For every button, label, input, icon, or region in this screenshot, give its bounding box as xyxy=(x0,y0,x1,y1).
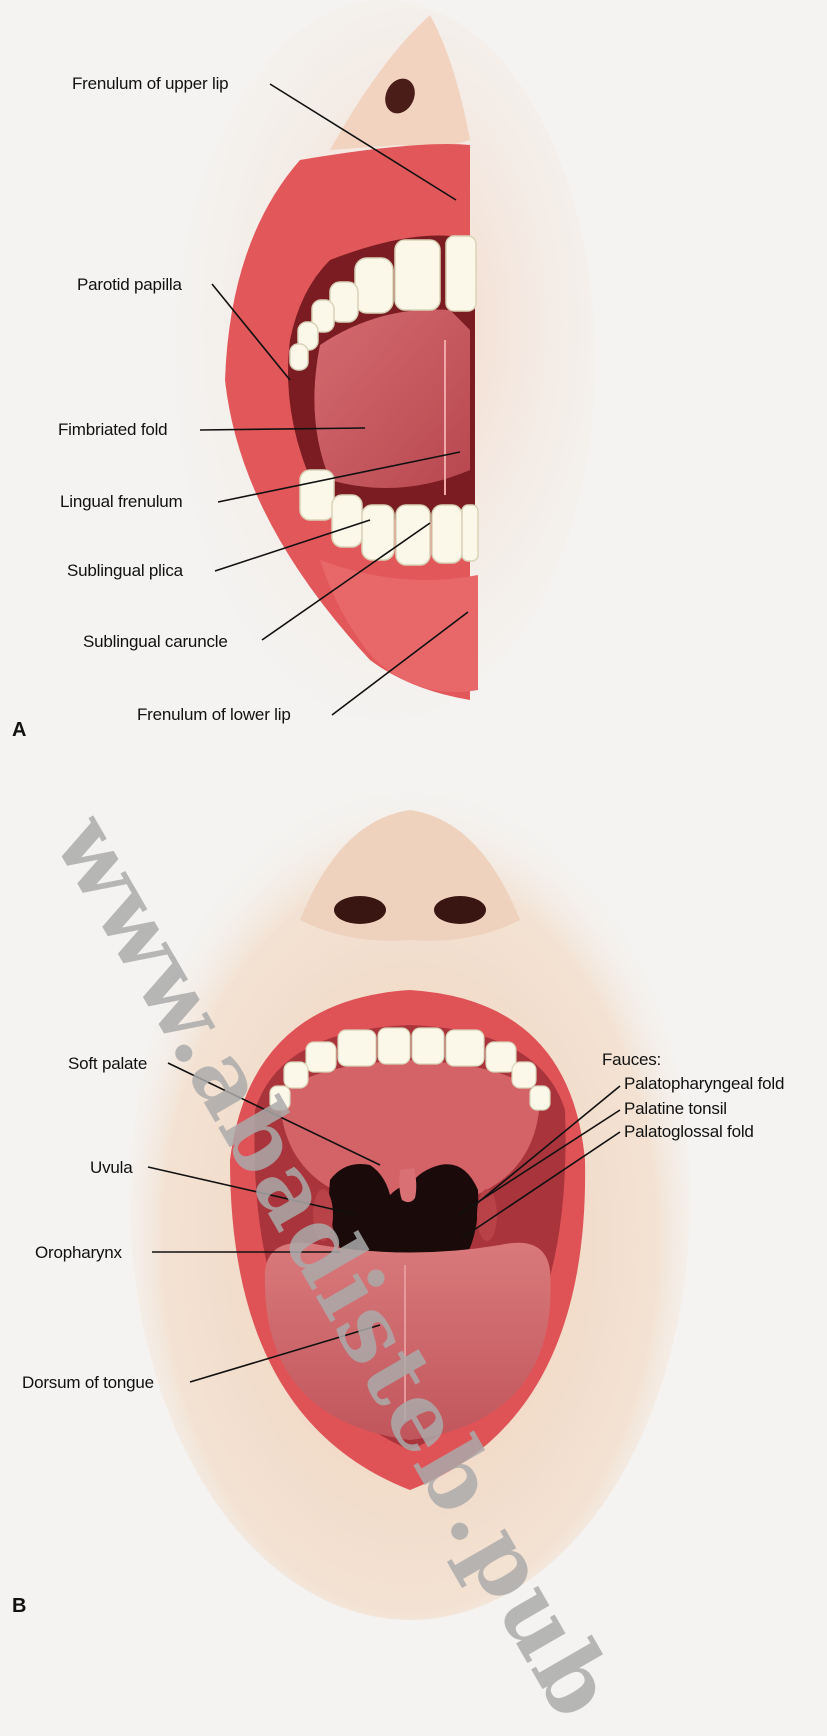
label-uvula: Uvula xyxy=(90,1158,132,1178)
label-fauces: Fauces: xyxy=(602,1050,661,1070)
tongue-underside-a xyxy=(314,309,470,488)
nostril-b-right-icon xyxy=(434,896,486,924)
label-palatopharyngeal-fold: Palatopharyngeal fold xyxy=(624,1074,784,1094)
label-frenulum-upper-lip: Frenulum of upper lip xyxy=(72,74,228,94)
label-oropharynx: Oropharynx xyxy=(35,1243,122,1263)
panel-letter-b: B xyxy=(12,1595,26,1618)
label-lingual-frenulum: Lingual frenulum xyxy=(60,492,183,512)
panel-a-illustration xyxy=(175,0,595,720)
label-dorsum-of-tongue: Dorsum of tongue xyxy=(22,1373,154,1393)
label-sublingual-caruncle: Sublingual caruncle xyxy=(83,632,228,652)
label-palatoglossal-fold: Palatoglossal fold xyxy=(624,1122,754,1142)
label-parotid-papilla: Parotid papilla xyxy=(77,275,182,295)
nostril-b-left-icon xyxy=(334,896,386,924)
label-frenulum-lower-lip: Frenulum of lower lip xyxy=(137,705,291,725)
panel-letter-a: A xyxy=(12,719,26,742)
label-soft-palate: Soft palate xyxy=(68,1054,147,1074)
label-palatine-tonsil: Palatine tonsil xyxy=(624,1099,727,1119)
uvula-b xyxy=(399,1168,416,1202)
label-fimbriated-fold: Fimbriated fold xyxy=(58,420,167,440)
label-sublingual-plica: Sublingual plica xyxy=(67,561,183,581)
